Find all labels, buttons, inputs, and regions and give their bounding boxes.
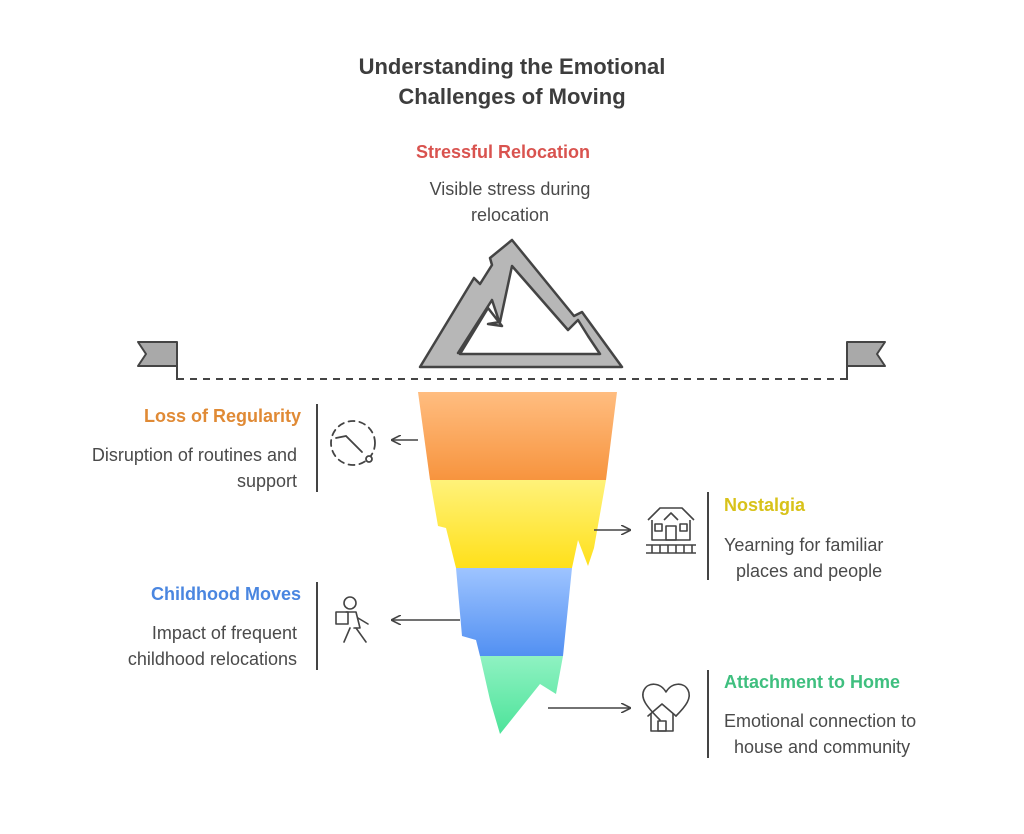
attachment-to-home-layer	[480, 656, 563, 734]
nostalgia-desc-line-1: Yearning for familiar	[724, 535, 884, 555]
nostalgia-heading: Nostalgia	[724, 495, 806, 515]
page-title: Understanding the Emotional Challenges o…	[312, 52, 712, 112]
nostalgia-connector	[594, 492, 709, 580]
loss-of-regularity-desc-line-2: support	[236, 471, 297, 491]
stressful-relocation-heading: Stressful Relocation	[416, 142, 591, 162]
loss-of-regularity-connector	[316, 404, 418, 492]
childhood-moves-connector	[316, 582, 460, 670]
attachment-to-home-connector	[548, 670, 709, 758]
left-flag	[137, 341, 178, 380]
nostalgia-layer	[430, 480, 606, 568]
loss-of-regularity-desc-line-1: Disruption of routines and	[91, 445, 297, 465]
attachment-to-home-heading: Attachment to Home	[724, 672, 901, 692]
mountain-icon	[418, 238, 624, 369]
stressful-relocation-desc-line-1: Visible stress during	[429, 179, 591, 199]
childhood-moves-desc: Impact of frequent childhood relocations	[128, 620, 297, 672]
heart-home-icon	[642, 683, 691, 732]
stressful-relocation-desc-line-2: relocation	[470, 205, 550, 225]
loss-of-regularity-layer	[418, 392, 617, 480]
person-carrying-box-icon	[335, 596, 369, 643]
nostalgia-desc: Yearning for familiar places and people	[724, 532, 883, 584]
childhood-moves-heading: Childhood Moves	[151, 584, 301, 604]
clock-icon	[330, 420, 376, 466]
childhood-moves-desc-line-1: Impact of frequent	[151, 623, 297, 643]
attachment-to-home-desc-line-2: house and community	[734, 737, 911, 757]
house-icon	[646, 507, 696, 554]
loss-of-regularity-desc: Disruption of routines and support	[92, 442, 297, 494]
title-line-2: Challenges of Moving	[398, 84, 626, 109]
childhood-moves-layer	[456, 568, 572, 656]
attachment-to-home-desc-line-1: Emotional connection to	[724, 711, 917, 731]
stressful-relocation-desc: Visible stress during relocation	[400, 176, 620, 228]
right-flag	[846, 341, 886, 380]
childhood-moves-desc-line-2: childhood relocations	[127, 649, 297, 669]
title-line-1: Understanding the Emotional	[358, 54, 666, 79]
nostalgia-desc-line-2: places and people	[736, 561, 883, 581]
attachment-to-home-desc: Emotional connection to house and commun…	[724, 708, 916, 760]
loss-of-regularity-heading: Loss of Regularity	[143, 406, 301, 426]
